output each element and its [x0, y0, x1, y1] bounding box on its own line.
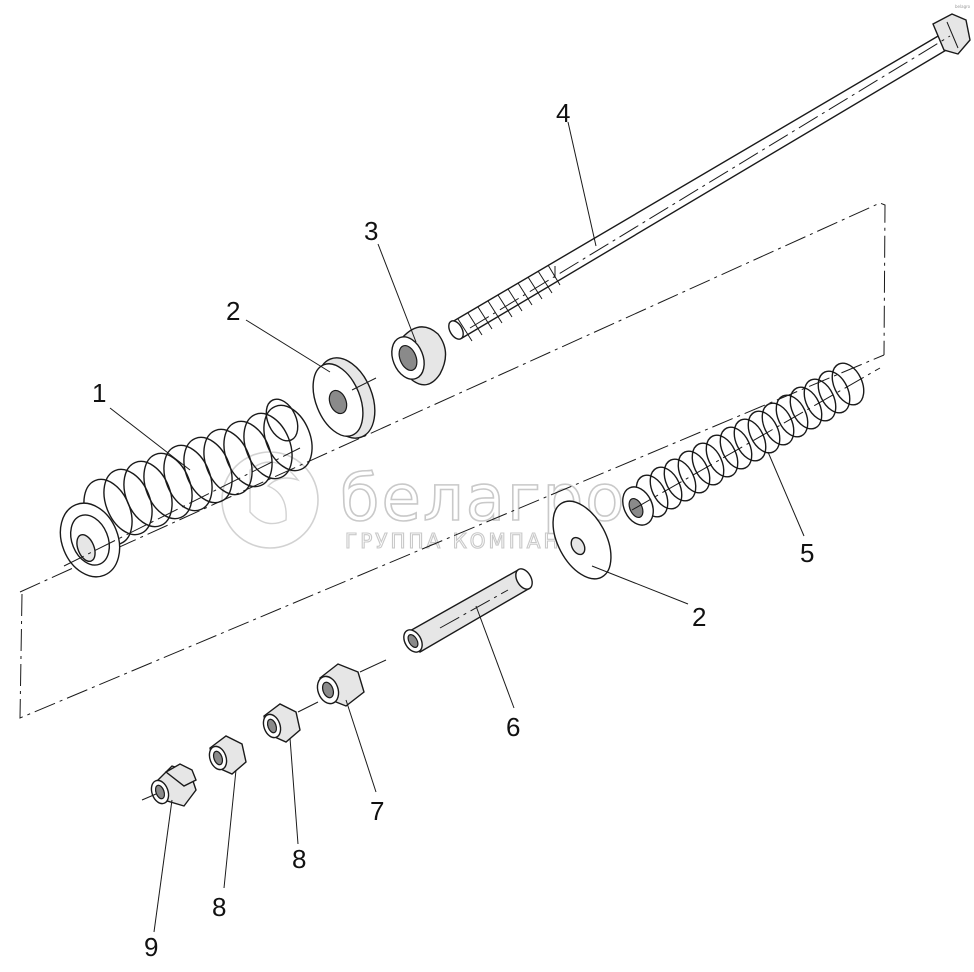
callout-8-left: 8	[212, 892, 226, 922]
watermark-tagline: ГРУППА КОМПАНИЙ	[345, 529, 597, 553]
part-7-hex-nut	[316, 659, 387, 707]
callout-2-lower: 2	[692, 602, 706, 632]
part-1-large-spring	[59, 398, 313, 578]
leader-4	[567, 121, 597, 247]
leader-5	[767, 451, 805, 537]
part-3-dome-nut	[391, 326, 447, 386]
part-8-nut-right	[262, 701, 319, 743]
part-2-washer-lower	[552, 500, 612, 580]
callout-2-upper: 2	[226, 296, 240, 326]
callout-6: 6	[506, 712, 520, 742]
leader-9	[153, 799, 173, 933]
leader-1	[109, 407, 191, 471]
corner-watermark: belagro	[955, 4, 971, 9]
part-8-nut-left	[208, 735, 247, 775]
callout-5: 5	[800, 538, 814, 568]
callout-9: 9	[144, 932, 158, 962]
callout-1: 1	[92, 378, 106, 408]
assembly-boundary	[19, 202, 886, 719]
leader-8-left	[223, 769, 237, 889]
part-2-washer-upper	[312, 357, 377, 439]
leader-2-upper	[245, 319, 331, 373]
callout-3: 3	[364, 216, 378, 246]
leader-2-lower	[591, 565, 689, 605]
part-9-flange-nut	[141, 763, 197, 807]
callout-4: 4	[556, 98, 570, 128]
leader-6	[475, 605, 515, 709]
part-4-bolt	[448, 13, 971, 342]
leader-3	[377, 243, 417, 343]
leader-8-right	[289, 737, 299, 845]
callout-labels: 1 2 2 3 4 5 6 7 8 8 9	[92, 98, 814, 962]
leader-lines	[109, 121, 805, 933]
part-5-small-spring	[622, 362, 881, 526]
callout-7: 7	[370, 796, 384, 826]
callout-8-right: 8	[292, 844, 306, 874]
part-6-sleeve	[403, 568, 533, 653]
leader-7	[345, 699, 377, 793]
